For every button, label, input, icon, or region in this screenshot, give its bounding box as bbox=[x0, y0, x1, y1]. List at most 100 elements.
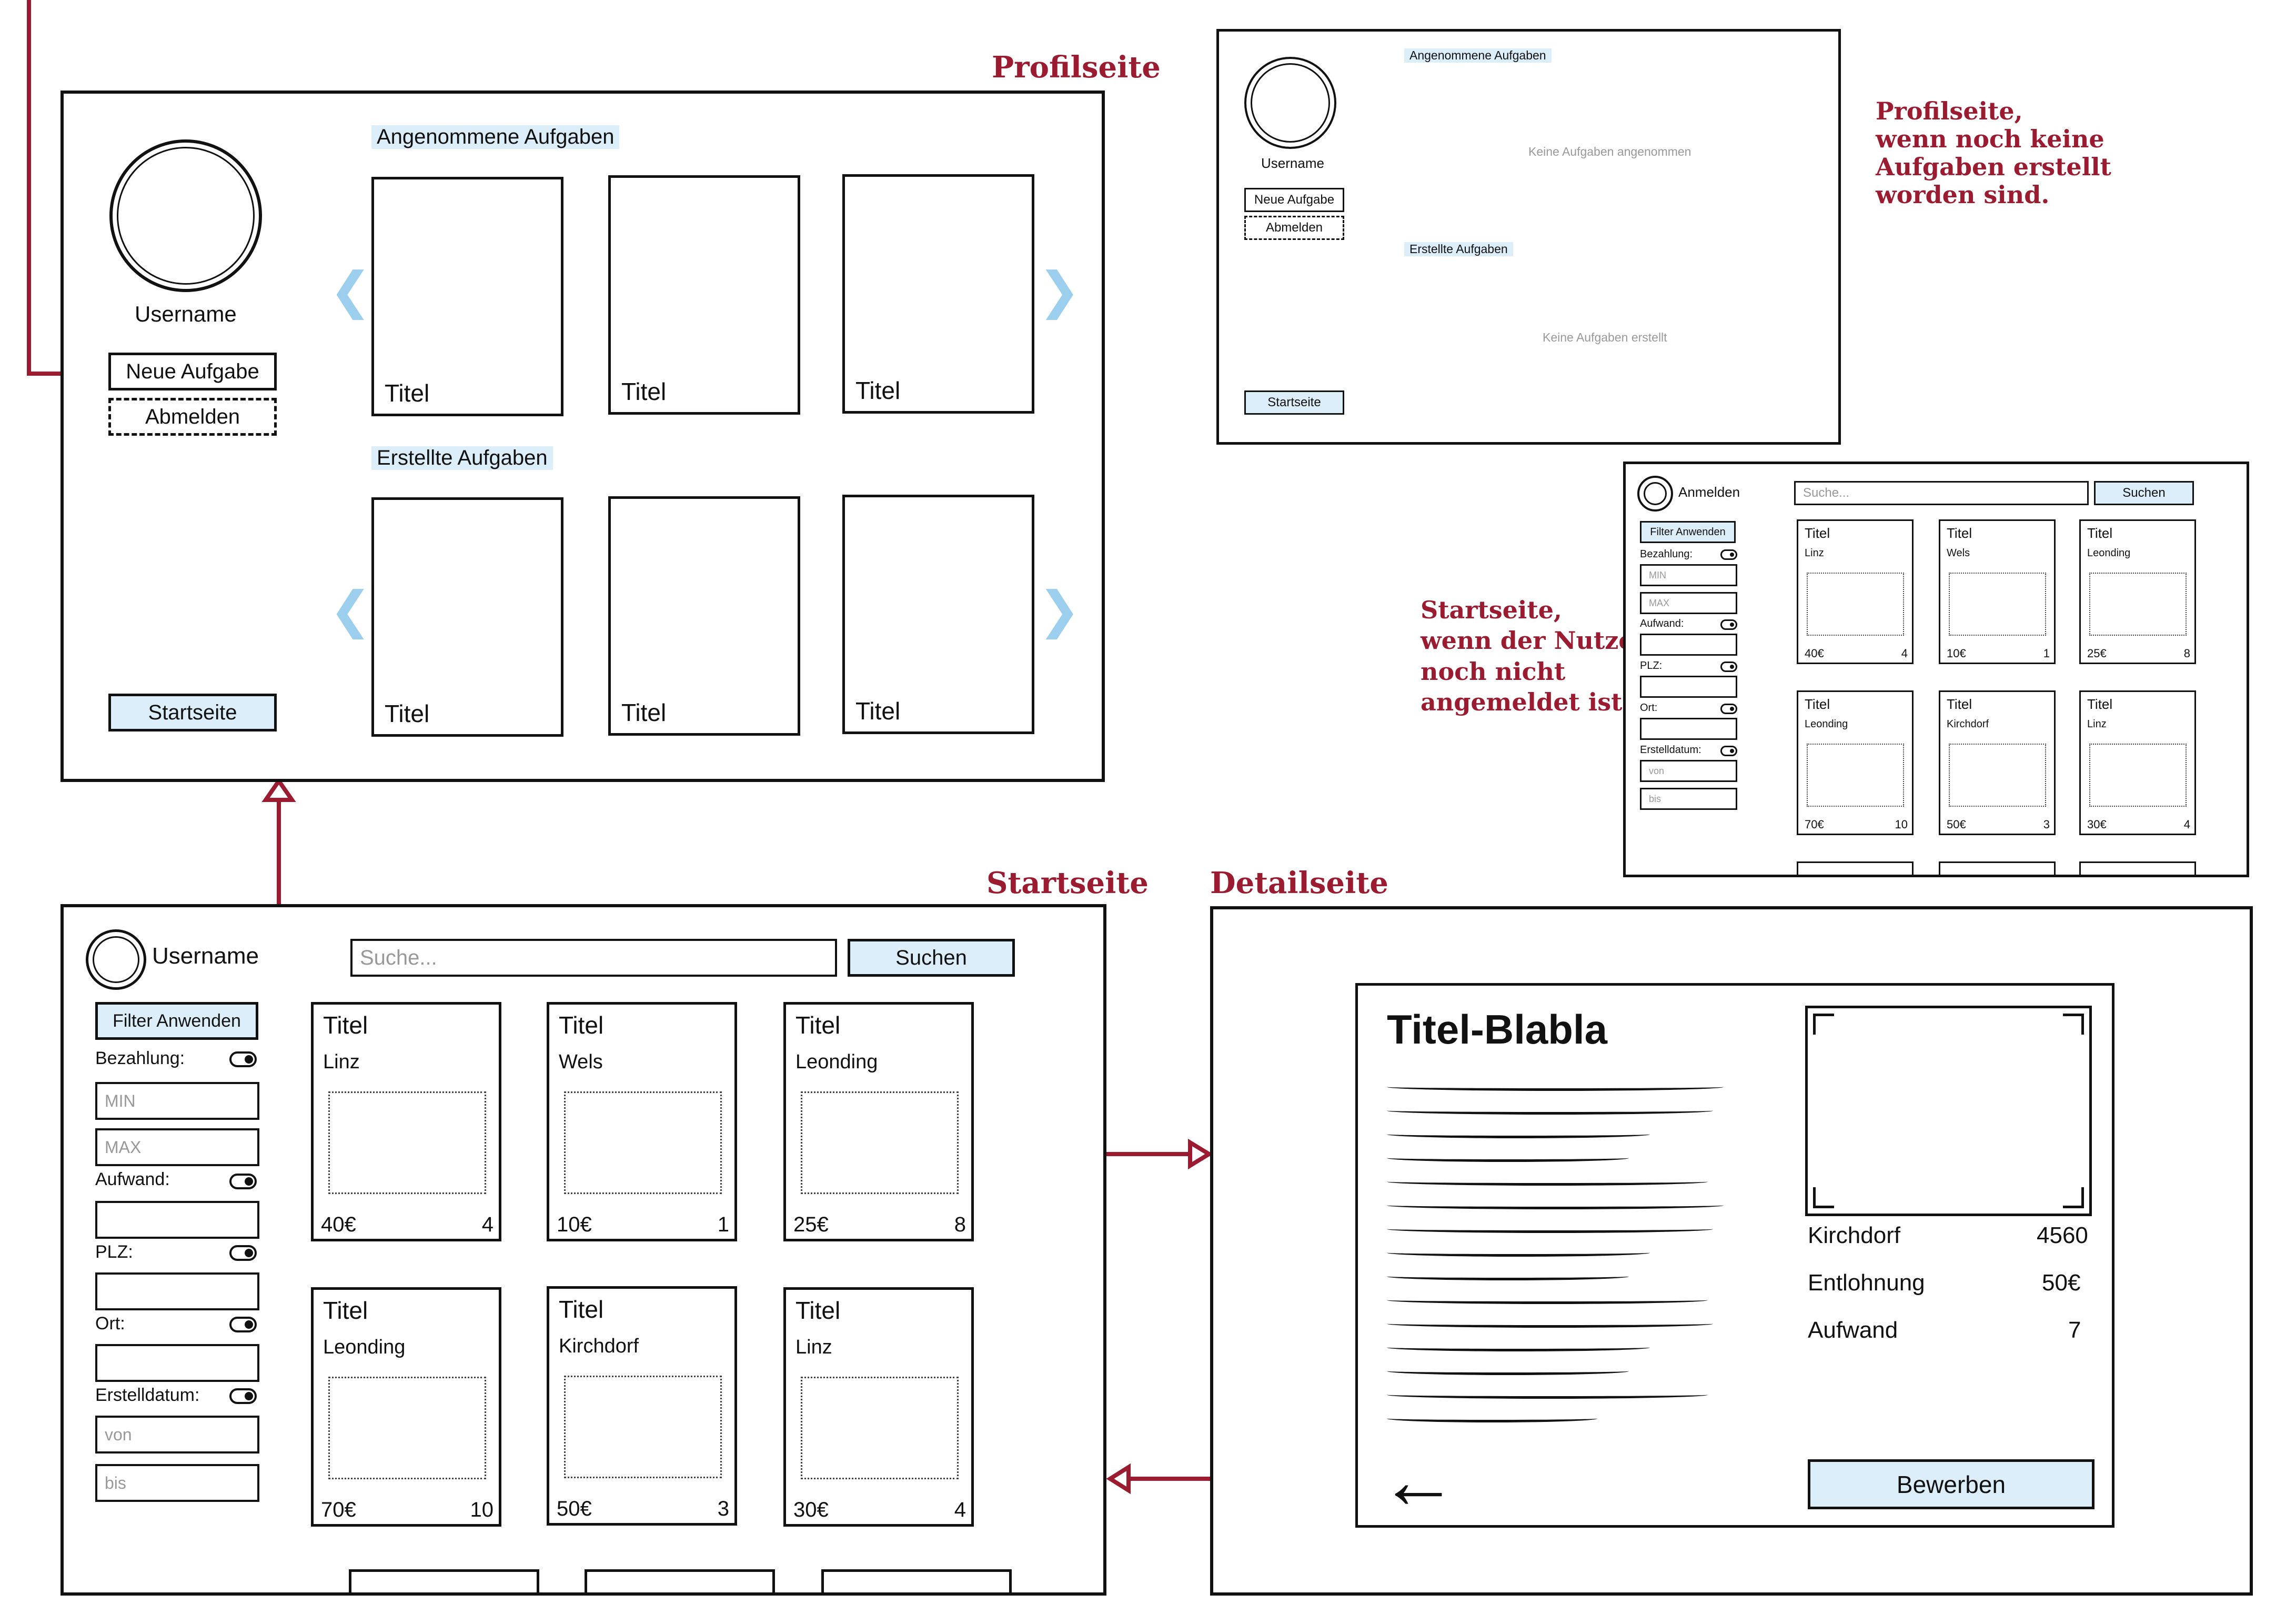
accepted-task-card[interactable]: Titel bbox=[842, 174, 1034, 414]
task-card[interactable]: Titel Wels 10€ 1 bbox=[1939, 519, 2056, 664]
filter-city-input[interactable] bbox=[95, 1344, 259, 1382]
chevron-right-icon[interactable]: ❯ bbox=[1038, 580, 1081, 639]
filter-apply-button[interactable]: Filter Anwenden bbox=[1640, 521, 1736, 543]
task-card-partial[interactable] bbox=[1939, 861, 2056, 875]
task-card[interactable]: Titel Leonding 25€ 8 bbox=[783, 1002, 974, 1241]
card-place: Linz bbox=[323, 1051, 360, 1073]
search-button[interactable]: Suchen bbox=[2094, 481, 2194, 505]
task-card[interactable]: Titel Kirchdorf 50€ 3 bbox=[547, 1286, 737, 1526]
task-card[interactable]: Titel Linz 40€ 4 bbox=[311, 1002, 501, 1241]
logout-button[interactable]: Abmelden bbox=[1244, 216, 1344, 240]
filter-effort-input[interactable] bbox=[95, 1201, 259, 1239]
username-label: Username bbox=[135, 302, 237, 326]
login-link[interactable]: Anmelden bbox=[1678, 484, 1740, 500]
detail-pay-label: Entlohnung bbox=[1808, 1270, 1925, 1296]
filter-created-toggle[interactable] bbox=[1720, 746, 1737, 756]
username-label[interactable]: Username bbox=[152, 943, 259, 969]
logout-button[interactable]: Abmelden bbox=[108, 398, 277, 436]
apply-button[interactable]: Bewerben bbox=[1808, 1459, 2094, 1509]
task-card[interactable]: Titel Leonding 25€ 8 bbox=[2079, 519, 2196, 664]
task-card[interactable]: Titel Wels 10€ 1 bbox=[547, 1002, 737, 1241]
search-input[interactable]: Suche... bbox=[1794, 481, 2089, 505]
card-image bbox=[801, 1091, 959, 1194]
filter-from-input[interactable]: von bbox=[1640, 760, 1737, 782]
new-task-button[interactable]: Neue Aufgabe bbox=[108, 353, 277, 390]
card-title: Titel bbox=[323, 1011, 368, 1039]
card-title: Titel bbox=[559, 1011, 604, 1039]
filter-min-input[interactable]: MIN bbox=[95, 1082, 259, 1120]
new-task-button[interactable]: Neue Aufgabe bbox=[1244, 188, 1344, 212]
filter-effort-input[interactable] bbox=[1640, 634, 1737, 656]
task-card[interactable]: Titel Leonding 70€ 10 bbox=[1797, 690, 1914, 835]
card-title: Titel bbox=[1947, 525, 1972, 541]
chevron-left-icon[interactable]: ❮ bbox=[329, 261, 372, 320]
home-button[interactable]: Startseite bbox=[108, 694, 277, 731]
filter-max-input[interactable]: MAX bbox=[95, 1128, 259, 1166]
filter-payment-toggle[interactable] bbox=[229, 1051, 257, 1067]
card-image bbox=[328, 1377, 486, 1479]
created-task-card[interactable]: Titel bbox=[371, 497, 563, 737]
card-price: 50€ bbox=[1947, 818, 1966, 831]
task-card[interactable]: Titel Kirchdorf 50€ 3 bbox=[1939, 690, 2056, 835]
task-card[interactable]: Titel Leonding 70€ 10 bbox=[311, 1287, 501, 1527]
filter-city-label: Ort: bbox=[95, 1314, 125, 1334]
filter-effort-toggle[interactable] bbox=[1720, 619, 1737, 630]
card-effort: 10 bbox=[1895, 818, 1908, 831]
filter-zip-toggle[interactable] bbox=[229, 1245, 257, 1261]
filter-created-toggle[interactable] bbox=[229, 1388, 257, 1404]
card-title: Titel bbox=[1805, 525, 1830, 541]
created-task-card[interactable]: Titel bbox=[608, 496, 800, 736]
card-image bbox=[2089, 744, 2187, 807]
created-task-card[interactable]: Titel bbox=[842, 495, 1034, 734]
filter-max-input[interactable]: MAX bbox=[1640, 592, 1737, 614]
filter-payment-toggle[interactable] bbox=[1720, 549, 1737, 560]
search-button[interactable]: Suchen bbox=[848, 939, 1015, 977]
accepted-task-card[interactable]: Titel bbox=[608, 175, 800, 415]
accepted-task-card[interactable]: Titel bbox=[371, 177, 563, 416]
task-card-partial[interactable] bbox=[349, 1569, 539, 1592]
scribble-line bbox=[1387, 1320, 1713, 1328]
filter-city-input[interactable] bbox=[1640, 718, 1737, 740]
note-profile-empty: Profilseite, wenn noch keine Aufgaben er… bbox=[1876, 97, 2111, 209]
search-input[interactable]: Suche... bbox=[350, 939, 837, 977]
scribble-line bbox=[1387, 1083, 1724, 1091]
filter-min-input[interactable]: MIN bbox=[1640, 564, 1737, 586]
back-arrow-icon[interactable]: ← bbox=[1379, 1436, 1458, 1525]
filter-to-input[interactable]: bis bbox=[95, 1464, 259, 1502]
filter-city-toggle[interactable] bbox=[229, 1317, 257, 1332]
filter-to-input[interactable]: bis bbox=[1640, 788, 1737, 810]
filter-zip-toggle[interactable] bbox=[1720, 661, 1737, 672]
scribble-line bbox=[1387, 1296, 1708, 1304]
filter-city-toggle[interactable] bbox=[1720, 704, 1737, 714]
task-card-partial[interactable] bbox=[2079, 861, 2196, 875]
task-card[interactable]: Titel Linz 30€ 4 bbox=[783, 1287, 974, 1527]
filter-zip-input[interactable] bbox=[95, 1272, 259, 1310]
task-card[interactable]: Titel Linz 40€ 4 bbox=[1797, 519, 1914, 664]
card-image bbox=[1949, 573, 2046, 636]
filter-zip-input[interactable] bbox=[1640, 676, 1737, 698]
chevron-left-icon[interactable]: ❮ bbox=[329, 580, 372, 639]
scribble-line bbox=[1387, 1272, 1629, 1280]
card-price: 70€ bbox=[1805, 818, 1824, 831]
note-line: angemeldet ist. bbox=[1421, 688, 1631, 717]
card-image bbox=[564, 1091, 722, 1194]
filter-effort-label: Aufwand: bbox=[95, 1169, 170, 1189]
scribble-line bbox=[1387, 1415, 1597, 1422]
filter-effort-toggle[interactable] bbox=[229, 1174, 257, 1189]
card-image bbox=[1949, 744, 2046, 807]
task-card-partial[interactable] bbox=[821, 1569, 1012, 1592]
card-place: Leonding bbox=[1805, 718, 1848, 730]
chevron-right-icon[interactable]: ❯ bbox=[1038, 261, 1081, 320]
task-card-partial[interactable] bbox=[585, 1569, 775, 1592]
task-card-partial[interactable] bbox=[1797, 861, 1914, 875]
home-button[interactable]: Startseite bbox=[1244, 390, 1344, 415]
card-price: 30€ bbox=[793, 1498, 829, 1521]
card-title: Titel bbox=[795, 1011, 841, 1039]
detail-title: Titel-Blabla bbox=[1387, 1006, 1607, 1052]
card-place: Leonding bbox=[323, 1336, 406, 1358]
detail-image bbox=[1805, 1006, 2092, 1216]
start-page-frame: Username Suche... Suchen Filter Anwenden… bbox=[61, 904, 1106, 1596]
task-card[interactable]: Titel Linz 30€ 4 bbox=[2079, 690, 2196, 835]
filter-from-input[interactable]: von bbox=[95, 1416, 259, 1453]
filter-apply-button[interactable]: Filter Anwenden bbox=[95, 1002, 258, 1040]
